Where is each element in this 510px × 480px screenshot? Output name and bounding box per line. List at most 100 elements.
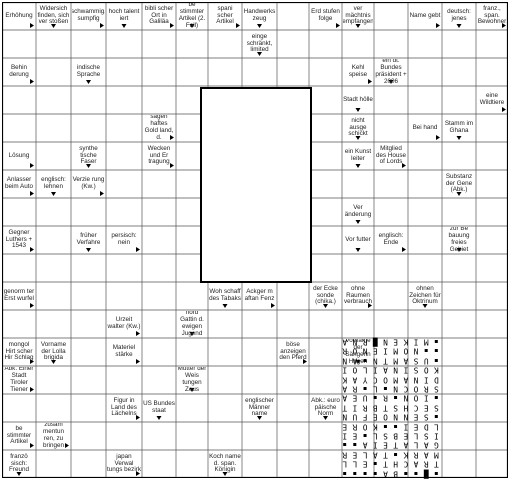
solution-row: K O S I N A I L O I	[342, 365, 439, 375]
solution-row: G A L A T E I A ▪ ▪	[342, 440, 439, 450]
clue-c9: ver mächtnis empfangen	[343, 3, 373, 29]
clue-c57: US Bundes staat	[143, 395, 175, 421]
clue-text: der Ecke sonde (chika.)	[313, 284, 338, 306]
clue-c61: franzö sisch: Freund	[3, 451, 35, 477]
clue-arrow	[189, 332, 195, 336]
clue-text: Gegner Luthers + 1543	[5, 228, 33, 250]
clue-c62: japan Verwal tungs bezirk	[107, 451, 141, 477]
clue-arrow	[30, 387, 34, 392]
clue-c41: Woh schaff des Tabaks	[209, 283, 241, 309]
clue-arrow	[156, 416, 162, 420]
clue-c46: Urzeit walter (Kw.)	[107, 311, 141, 337]
clue-arrow	[355, 248, 361, 252]
clue-arrow	[236, 23, 240, 28]
clue-c48: mongol Hirt scher Hir Schlag	[3, 339, 35, 365]
clue-c43: der Ecke sonde (chika.)	[310, 283, 341, 309]
clue-arrow	[222, 304, 228, 308]
clue-c34: Gegner Luthers + 1543	[3, 227, 35, 253]
clue-c47: nord Gattin d. ewigen Jugend	[177, 311, 207, 337]
clue-text: Vor futter	[345, 235, 371, 243]
clue-arrow	[355, 24, 361, 28]
clue-arrow	[355, 360, 361, 364]
clue-c22: sagen haftes Gold land, d.	[143, 115, 175, 141]
clue-text: spani scher Artikel	[216, 4, 234, 26]
clue-arrow	[456, 248, 462, 252]
clue-arrow	[86, 248, 91, 252]
clue-c17: ein dt. Bundes präsident + 2006	[375, 59, 407, 85]
clue-arrow	[30, 443, 34, 448]
clue-c59: Abk.: euro päische Norm	[310, 395, 341, 421]
clue-arrow	[355, 220, 361, 224]
clue-c7: Handwerks zeug	[243, 3, 276, 29]
clue-arrow	[257, 24, 262, 28]
clue-text: Vorname der Lolla brigida	[40, 340, 67, 362]
clue-arrow	[456, 136, 462, 140]
clue-arrow	[336, 23, 340, 28]
clue-c26: Wecken und Er tragung	[143, 143, 175, 169]
clue-text: Verzie rung (Kw.)	[72, 176, 105, 190]
clue-arrow	[222, 472, 228, 476]
clue-text: Ver änderung	[344, 204, 372, 218]
clue-arrow	[100, 23, 104, 28]
clue-c8: Erd stufen folge	[310, 3, 341, 29]
clue-arrow	[65, 443, 69, 448]
solution-row: D I N A M O C Y A K	[342, 374, 439, 384]
clue-text: be stimmter Artikel	[6, 424, 32, 446]
clue-text: ohne Raumen verbrauch	[343, 284, 372, 306]
clue-arrow	[30, 359, 34, 364]
clue-text: ein Kunst leiter	[344, 148, 372, 162]
clue-text: nicht ausge schickt	[348, 116, 368, 138]
clue-text: Stamm im Ghana	[444, 120, 474, 134]
clue-text: Koch name d. span. Königin	[209, 452, 241, 474]
clue-c38: englisch: Ende	[375, 227, 407, 253]
clue-arrow	[456, 24, 462, 28]
clue-arrow	[368, 79, 372, 84]
clue-arrow	[170, 23, 174, 28]
solution-row: ▪ ▪ N O M I E N O R	[342, 346, 439, 356]
clue-arrow	[51, 24, 56, 28]
clue-arrow	[436, 135, 440, 140]
clue-arrow	[30, 79, 34, 84]
clue-text: englisch: Ende	[378, 232, 404, 246]
clue-arrow	[502, 107, 506, 112]
clue-arrow	[136, 471, 140, 476]
clue-text: eine Wildtiere	[479, 92, 505, 106]
clue-c50: Materiel stärke	[107, 339, 141, 365]
clue-c30: Anlasser beim Auto	[3, 171, 35, 197]
clue-arrow	[136, 331, 140, 336]
clue-c55: englischer Männer name	[243, 395, 276, 421]
clue-c53: Vorname der Sängerin Hagen	[343, 339, 373, 365]
clue-c37: Vor futter	[343, 227, 373, 253]
solution-row: ▪ S E N N O E F U N	[342, 412, 439, 422]
solution-grid-rotated: ▪ M I K E N █ R N A▪ ▪ N O M I E N O R▪ …	[342, 337, 508, 478]
clue-c20: Bei hand	[409, 115, 441, 141]
clue-arrow	[456, 192, 462, 196]
clue-arrow	[257, 52, 262, 56]
clue-arrow	[136, 359, 140, 364]
clue-text: Name gebt	[409, 11, 441, 19]
clue-c0: Erhöhung	[3, 3, 35, 29]
clue-text: Kehl speise	[348, 64, 368, 78]
clue-text: genorm ter Erst wurfel	[3, 288, 35, 302]
clue-arrow	[121, 24, 127, 28]
clue-c29: Substanz der Gene (Abk.)	[443, 171, 475, 197]
solution-row: M A R K ▪ T A L E R	[342, 450, 439, 460]
clue-arrow	[368, 303, 372, 308]
clue-c18: eine Wildtiere	[477, 87, 507, 113]
clue-text: englisch: lehnen	[41, 176, 66, 190]
clue-text: Erhöhung	[5, 11, 33, 19]
clue-c35: früher Verfahre	[72, 227, 105, 253]
clue-text: Wecken und Er tragung	[147, 144, 171, 166]
clue-arrow	[303, 359, 307, 364]
clue-c40: genorm ter Erst wurfel	[3, 283, 35, 309]
clue-c63: Koch name d. span. Königin	[209, 451, 241, 477]
clue-c36: persisch: nein	[107, 227, 141, 253]
clue-c11: deutsch: jenes	[443, 3, 475, 29]
clue-c23: nicht ausge schickt	[343, 115, 373, 141]
clue-c12: franz., span. Bewohner	[477, 3, 507, 29]
clue-c27: ein Kunst leiter	[343, 143, 373, 169]
clue-c4: bibli scher Ort in Galiläa	[143, 3, 175, 29]
clue-arrow	[30, 23, 34, 28]
solution-row: ▪ █ ▪ ▪ B A ▪ ▪ ▪ ▪	[342, 468, 439, 478]
